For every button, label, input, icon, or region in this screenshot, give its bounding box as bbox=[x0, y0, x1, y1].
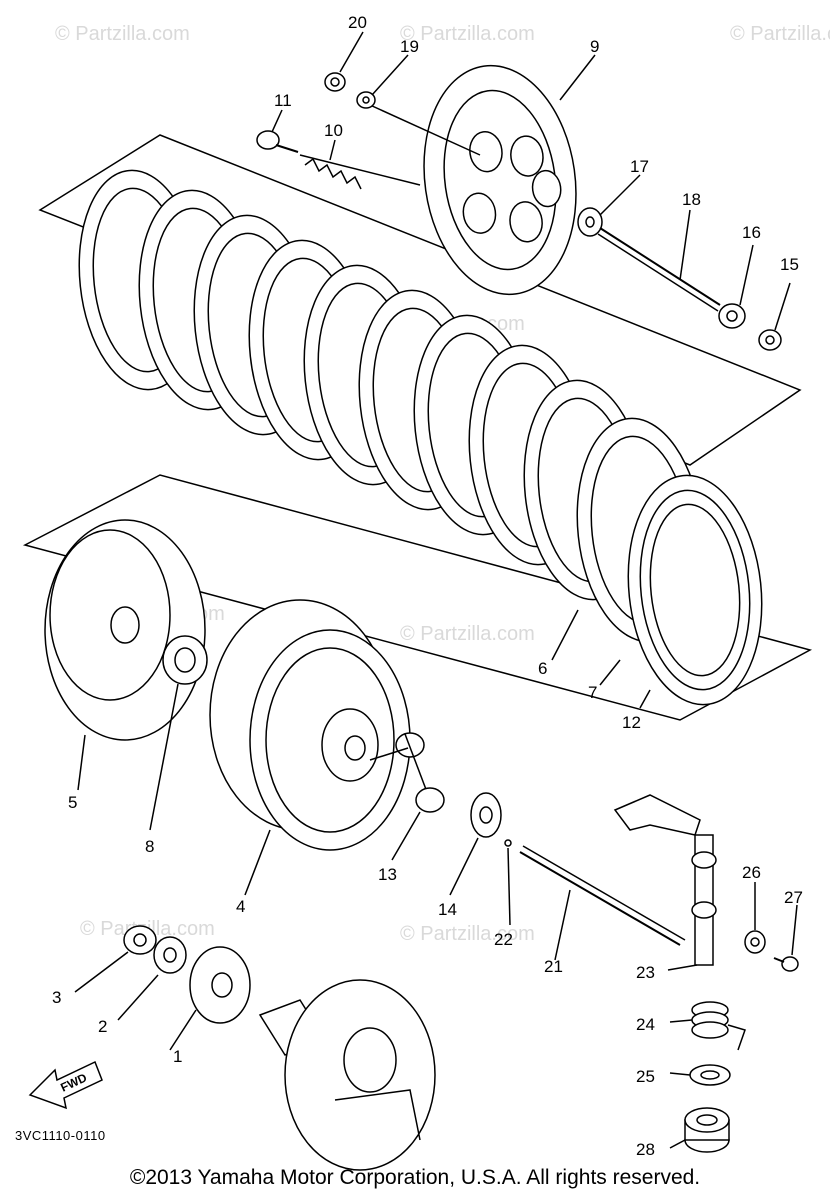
thrust-washer bbox=[162, 635, 208, 685]
part-label-19: 19 bbox=[400, 37, 419, 56]
watermark: © Partzilla.com bbox=[400, 923, 535, 945]
plate-group-outline-lower bbox=[22, 474, 813, 721]
primary-drive-gear bbox=[189, 946, 251, 1024]
watermark: © Partzilla.com bbox=[55, 23, 190, 45]
watermark: © Partzilla.com bbox=[730, 23, 830, 45]
damper-ring bbox=[627, 474, 763, 706]
bolt-18 bbox=[597, 227, 721, 312]
push-lever-shaft bbox=[613, 794, 717, 966]
reference-code: 3VC1110-0110 bbox=[15, 1128, 106, 1143]
spring-10 bbox=[304, 157, 362, 190]
part-label-27: 27 bbox=[784, 888, 803, 907]
part-label-26: 26 bbox=[742, 863, 761, 882]
part-label-3: 3 bbox=[52, 988, 61, 1007]
push-rod bbox=[519, 845, 686, 946]
part-label-28: 28 bbox=[636, 1140, 655, 1159]
part-label-25: 25 bbox=[636, 1067, 655, 1086]
clutch-plate-stack bbox=[78, 169, 763, 706]
part-label-12: 12 bbox=[622, 713, 641, 732]
part-label-21: 21 bbox=[544, 957, 563, 976]
screw-27 bbox=[773, 956, 799, 972]
nut-3 bbox=[123, 925, 157, 955]
part-label-14: 14 bbox=[438, 900, 457, 919]
part-label-11: 11 bbox=[274, 91, 292, 110]
nut-20 bbox=[324, 72, 346, 92]
primary-driven-gear bbox=[44, 519, 206, 741]
part-label-13: 13 bbox=[378, 865, 397, 884]
part-label-22: 22 bbox=[494, 930, 513, 949]
assembly-line bbox=[299, 154, 421, 186]
part-label-10: 10 bbox=[324, 121, 343, 140]
nut-16 bbox=[718, 303, 746, 329]
washer-25 bbox=[689, 1064, 731, 1086]
part-label-1: 1 bbox=[173, 1047, 182, 1066]
copyright-notice: ©2013 Yamaha Motor Corporation, U.S.A. A… bbox=[129, 1166, 701, 1189]
part-label-20: 20 bbox=[348, 13, 367, 32]
washer-14 bbox=[470, 792, 502, 838]
watermark: © Partzilla.com bbox=[400, 23, 535, 45]
assembly-line bbox=[369, 104, 481, 156]
crankshaft bbox=[258, 979, 436, 1171]
part-label-2: 2 bbox=[98, 1017, 107, 1036]
lock-washer-2 bbox=[153, 936, 187, 974]
part-label-16: 16 bbox=[742, 223, 761, 242]
assembly-line bbox=[369, 747, 409, 761]
part-label-24: 24 bbox=[636, 1015, 655, 1034]
washer-15 bbox=[758, 329, 782, 351]
part-label-17: 17 bbox=[630, 157, 649, 176]
watermark: © Partzilla.com bbox=[400, 623, 535, 645]
washer-17 bbox=[577, 207, 603, 237]
washer-19 bbox=[356, 91, 376, 109]
part-label-7: 7 bbox=[588, 683, 597, 702]
part-label-23: 23 bbox=[636, 963, 655, 982]
spacer bbox=[395, 732, 445, 813]
forward-arrow-icon: FWD bbox=[28, 1060, 103, 1110]
bolt-11 bbox=[256, 130, 299, 153]
part-label-6: 6 bbox=[538, 659, 547, 678]
oil-seal-28 bbox=[684, 1107, 730, 1153]
part-label-4: 4 bbox=[236, 897, 245, 916]
part-label-18: 18 bbox=[682, 190, 701, 209]
spring-24 bbox=[691, 1001, 746, 1051]
part-label-5: 5 bbox=[68, 793, 77, 812]
washer-26 bbox=[744, 930, 766, 954]
clutch-housing bbox=[209, 599, 411, 851]
part-label-8: 8 bbox=[145, 837, 154, 856]
part-label-9: 9 bbox=[590, 37, 599, 56]
part-label-15: 15 bbox=[780, 255, 799, 274]
ball bbox=[504, 839, 512, 847]
pressure-plate bbox=[423, 64, 577, 296]
leader-lines bbox=[74, 31, 798, 1149]
part-labels: 1 2 3 4 5 6 7 8 9 10 11 12 13 14 15 16 1… bbox=[52, 13, 803, 1159]
